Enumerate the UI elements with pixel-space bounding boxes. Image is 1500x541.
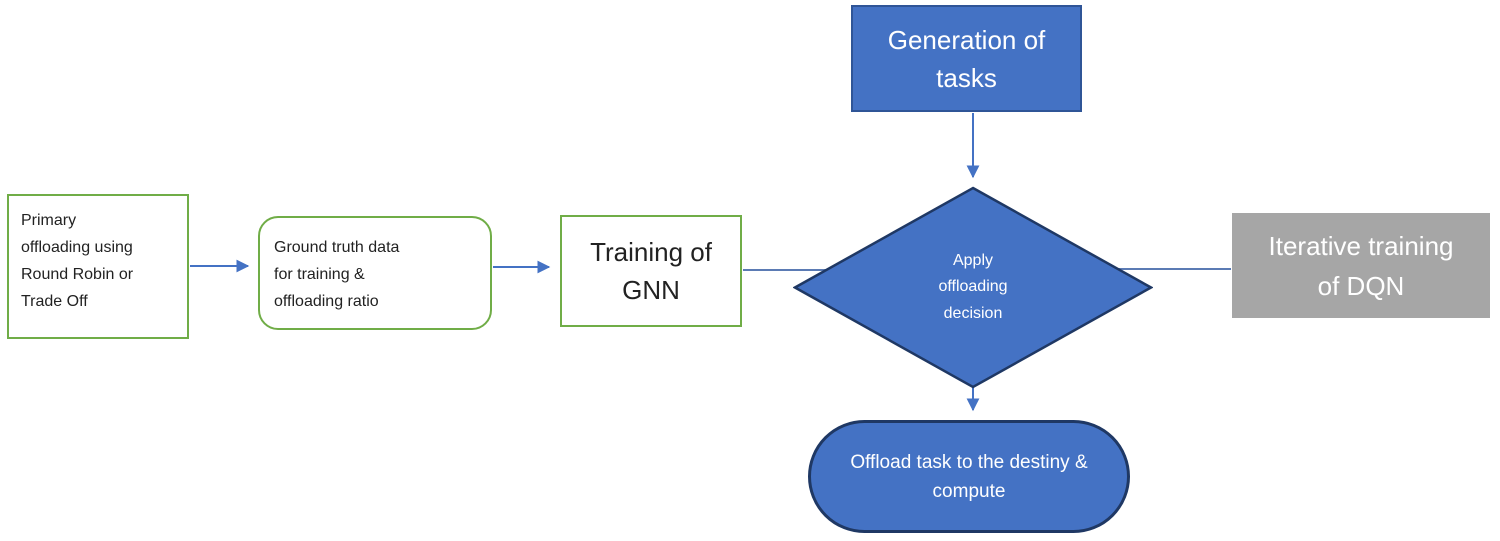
node-apply-offloading-decision: Apply offloading decision	[793, 186, 1153, 389]
node-training-gnn: Training of GNN	[560, 215, 742, 327]
node-primary-offloading: Primary offloading using Round Robin or …	[7, 194, 189, 339]
decision-diamond-shape	[793, 186, 1153, 389]
node-iterative-training-dqn: Iterative training of DQN	[1232, 213, 1490, 318]
node-ground-truth-data: Ground truth data for training & offload…	[258, 216, 492, 330]
decision-diamond-label: Apply offloading decision	[938, 251, 1008, 322]
node-generation-of-tasks: Generation of tasks	[851, 5, 1082, 112]
node-offload-task-compute: Offload task to the destiny & compute	[808, 420, 1130, 533]
